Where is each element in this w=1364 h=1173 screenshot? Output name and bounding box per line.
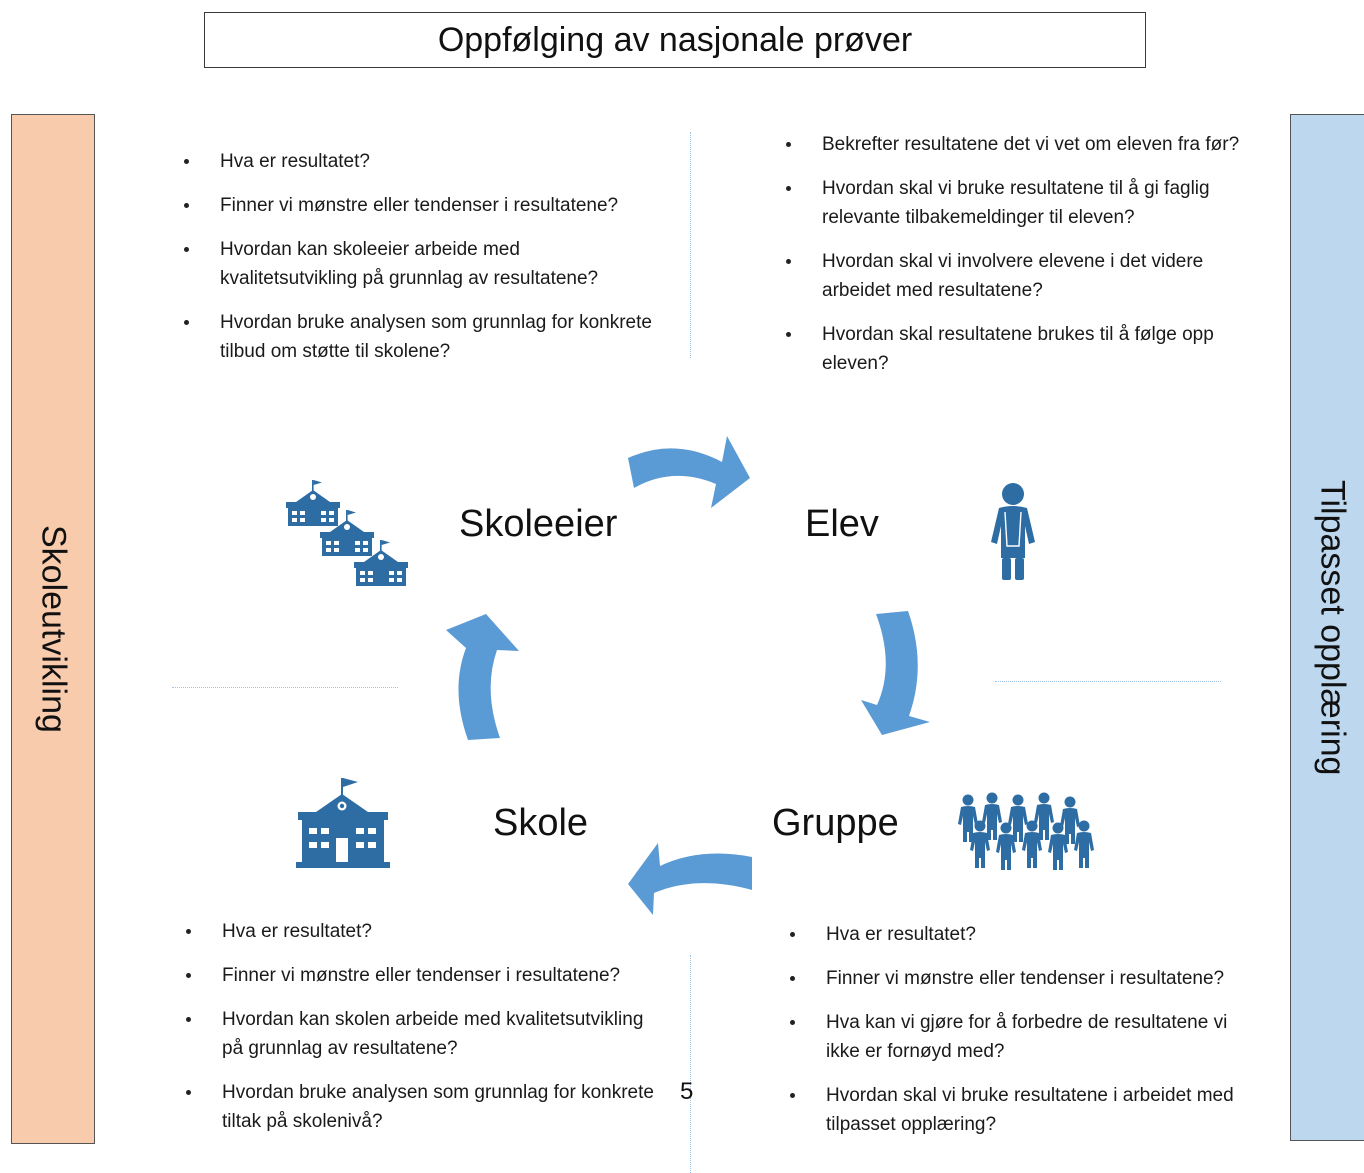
node-skole: Skole	[493, 802, 589, 844]
list-item: Hva er resultatet?	[184, 917, 654, 946]
student-group-icon	[958, 792, 1094, 870]
list-item: Finner vi mønstre eller tendenser i resu…	[788, 964, 1258, 993]
tilpasset-opplaering-bar: Tilpasset opplæring	[1290, 114, 1364, 1141]
divider-left	[172, 687, 398, 688]
list-item: Hvordan bruke analysen som grunnlag for …	[182, 308, 652, 366]
node-elev: Elev	[805, 503, 879, 545]
gruppe-questions: Hva er resultatet? Finner vi mønstre ell…	[788, 920, 1258, 1154]
elev-questions: Bekrefter resultatene det vi vet om elev…	[784, 130, 1274, 393]
arrow-skole-to-skoleeier	[446, 614, 519, 740]
list-item: Bekrefter resultatene det vi vet om elev…	[784, 130, 1274, 159]
list-item: Hva er resultatet?	[182, 147, 652, 176]
list-item: Hvordan kan skoleeier arbeide med kvalit…	[182, 235, 652, 293]
list-item: Hvordan kan skolen arbeide med kvalitets…	[184, 1005, 654, 1063]
list-item: Hvordan skal resultatene brukes til å fø…	[784, 320, 1274, 378]
list-item: Hvordan bruke analysen som grunnlag for …	[184, 1078, 654, 1136]
list-item: Hvordan skal vi involvere elevene i det …	[784, 247, 1274, 305]
page-number: 5	[680, 1078, 694, 1105]
school-buildings-icon	[286, 480, 408, 586]
list-item: Hvordan skal vi bruke resultatene i arbe…	[788, 1081, 1258, 1139]
list-item: Hva er resultatet?	[788, 920, 1258, 949]
list-item: Hvordan skal vi bruke resultatene til å …	[784, 174, 1274, 232]
list-item: Finner vi mønstre eller tendenser i resu…	[184, 961, 654, 990]
arrow-skoleeier-to-elev	[628, 436, 750, 508]
skoleutvikling-label: Skoleutvikling	[34, 525, 73, 733]
student-icon	[991, 483, 1035, 580]
node-skoleeier: Skoleeier	[459, 503, 618, 545]
list-item: Finner vi mønstre eller tendenser i resu…	[182, 191, 652, 220]
divider-top	[690, 132, 691, 358]
tilpasset-opplaering-label: Tilpasset opplæring	[1313, 479, 1352, 776]
arrow-gruppe-to-skole	[628, 843, 752, 915]
node-gruppe: Gruppe	[772, 802, 899, 844]
divider-bottom	[690, 955, 691, 1173]
list-item: Hva kan vi gjøre for å forbedre de resul…	[788, 1008, 1258, 1066]
skoleeier-questions: Hva er resultatet? Finner vi mønstre ell…	[182, 147, 652, 381]
divider-right	[995, 681, 1221, 682]
school-building-icon	[296, 778, 390, 868]
arrow-elev-to-gruppe	[861, 611, 930, 735]
skole-questions: Hva er resultatet? Finner vi mønstre ell…	[184, 917, 654, 1151]
skoleutvikling-bar: Skoleutvikling	[11, 114, 95, 1144]
page-title: Oppfølging av nasjonale prøver	[204, 12, 1146, 68]
